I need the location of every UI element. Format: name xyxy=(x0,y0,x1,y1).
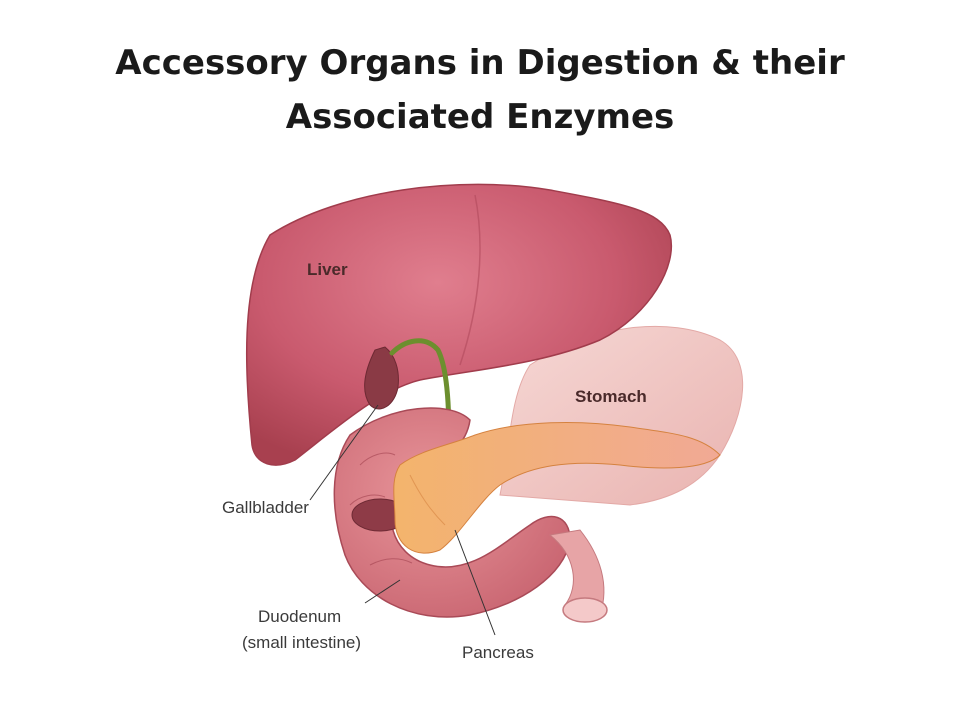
title-line-1: Accessory Organs in Digestion & their xyxy=(115,43,845,83)
organs-svg xyxy=(245,183,743,636)
pancreas-label: Pancreas xyxy=(462,643,534,662)
duodenum-label: Duodenum xyxy=(258,607,342,626)
pancreas-leader xyxy=(454,529,496,636)
pancreas-texture xyxy=(409,474,446,526)
slide-title: Accessory Organs in Digestion & their As… xyxy=(40,36,920,144)
gallbladder-leader xyxy=(309,404,379,501)
pancreas-shape xyxy=(393,421,721,554)
digestive-organs-illustration: Liver Stomach Gallbladder Duodenum (smal… xyxy=(200,165,760,685)
gallbladder-label: Gallbladder xyxy=(222,498,309,517)
liver-label: Liver xyxy=(307,260,348,279)
liver-lobe-line xyxy=(459,194,481,366)
liver-shape xyxy=(245,183,672,466)
stomach-label: Stomach xyxy=(575,387,647,406)
jejunum-opening xyxy=(562,597,608,623)
duodenum-leader xyxy=(364,579,401,604)
duodenum-fold-3 xyxy=(369,558,413,566)
gallbladder-shape xyxy=(364,346,399,410)
duodenum-note-label: (small intestine) xyxy=(242,633,362,652)
duodenum-fold-2 xyxy=(349,494,386,506)
title-line-2: Associated Enzymes xyxy=(285,97,675,137)
duodenum-fold-1 xyxy=(359,452,396,466)
